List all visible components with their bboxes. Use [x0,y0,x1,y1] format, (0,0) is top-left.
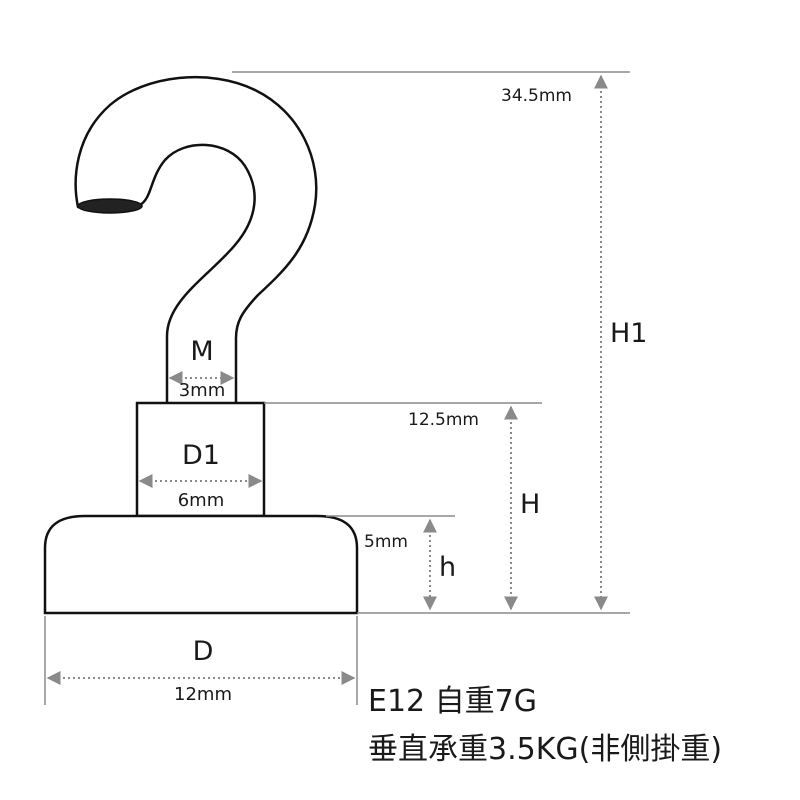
spec-weight-line: E12 自重7G [368,684,537,719]
extension-lines [44,71,630,705]
d1-symbol-label: D1 [182,440,220,471]
m-value-label: 3mm [179,380,226,401]
hh-value-label: 5mm [364,532,408,552]
dimension-arrows [46,74,608,685]
hook-outline [74,75,318,402]
h-value-label: 12.5mm [408,410,479,430]
magnet-base [43,514,359,615]
hh-symbol-label: h [439,552,456,583]
d1-value-label: 6mm [178,490,225,511]
d-value-label: 12mm [174,684,232,705]
m-symbol-label: M [190,336,213,367]
spec-load-line: 垂直承重3.5KG(非側掛重) [368,732,723,767]
h-symbol-label: H [520,489,540,520]
d-symbol-label: D [193,636,214,667]
h1-value-label: 34.5mm [501,86,572,106]
collar-body [135,401,266,518]
h1-symbol-label: H1 [610,318,647,349]
